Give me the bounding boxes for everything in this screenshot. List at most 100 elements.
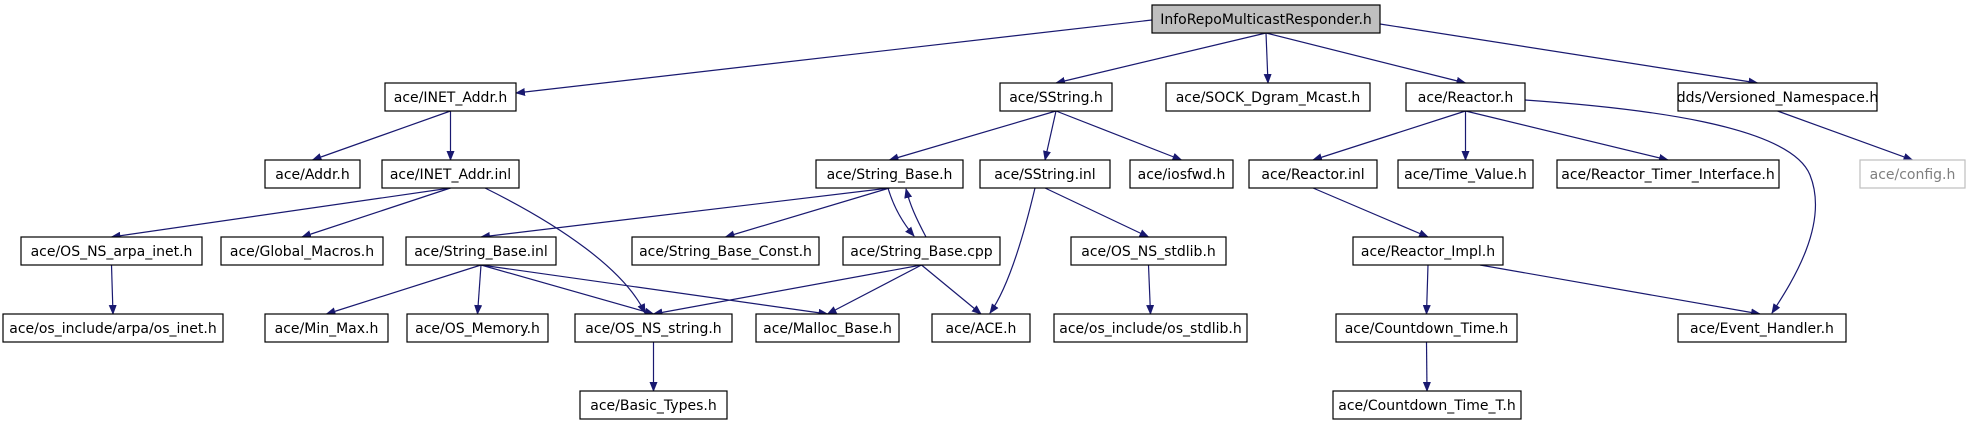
edge-reactor-h-to-reactor-timer [1465, 110, 1669, 162]
node-string-base-const[interactable]: ace/String_Base_Const.h [631, 236, 820, 266]
node-min-max[interactable]: ace/Min_Max.h [264, 313, 389, 343]
node-config-h[interactable]: ace/config.h [1859, 159, 1966, 189]
node-os-inet[interactable]: ace/os_include/arpa/os_inet.h [2, 313, 224, 343]
node-os-ns-string[interactable]: ace/OS_NS_string.h [574, 313, 733, 343]
node-label: ace/Basic_Types.h [590, 398, 716, 414]
node-malloc-base[interactable]: ace/Malloc_Base.h [755, 313, 900, 343]
node-label: ace/SString.inl [994, 167, 1095, 183]
node-box [631, 236, 820, 266]
node-label: ace/Time_Value.h [1404, 167, 1527, 183]
edge-sstring-h-to-string-base-h [888, 110, 1057, 162]
node-label: ace/SOCK_Dgram_Mcast.h [1176, 90, 1361, 106]
edge-sstring-inl-to-ace-h [989, 187, 1036, 314]
node-string-base-inl[interactable]: ace/String_Base.inl [405, 236, 557, 266]
node-countdown-time-t[interactable]: ace/Countdown_Time_T.h [1332, 390, 1522, 420]
node-versioned-ns[interactable]: dds/Versioned_Namespace.h [1677, 82, 1878, 112]
node-box [405, 236, 557, 266]
edge-versioned-ns-to-config-h [1777, 110, 1914, 161]
node-sstring-inl[interactable]: ace/SString.inl [979, 159, 1111, 189]
node-label: ace/String_Base.inl [414, 244, 548, 260]
node-iosfwd[interactable]: ace/iosfwd.h [1129, 159, 1234, 189]
node-basic-types[interactable]: ace/Basic_Types.h [579, 390, 728, 420]
node-reactor-timer[interactable]: ace/Reactor_Timer_Interface.h [1556, 159, 1780, 189]
node-root[interactable]: InfoRepoMulticastResponder.h [1151, 4, 1381, 34]
node-label: ace/Min_Max.h [275, 321, 379, 337]
node-time-value[interactable]: ace/Time_Value.h [1397, 159, 1534, 189]
edge-string-base-inl-to-os-memory [474, 264, 483, 315]
node-label: ace/iosfwd.h [1138, 167, 1226, 183]
node-inet-addr-h[interactable]: ace/INET_Addr.h [384, 82, 517, 112]
node-box [1332, 390, 1522, 420]
edge-string-base-cpp-to-string-base-h [904, 188, 927, 238]
node-inet-addr-inl[interactable]: ace/INET_Addr.inl [381, 159, 520, 189]
node-box [1070, 236, 1227, 266]
edge-sstring-h-to-iosfwd [1055, 110, 1183, 161]
node-ace-h[interactable]: ace/ACE.h [931, 313, 1031, 343]
edge-countdown-time-to-countdown-time-t [1422, 341, 1431, 392]
node-string-base-h[interactable]: ace/String_Base.h [815, 159, 964, 189]
node-label: ace/INET_Addr.h [394, 90, 508, 106]
edge-string-base-cpp-to-ace-h [921, 264, 982, 315]
edge-string-base-inl-to-os-ns-string [480, 264, 655, 316]
node-box [1053, 313, 1248, 343]
node-label: ace/Malloc_Base.h [763, 321, 892, 337]
node-label: ace/os_include/os_stdlib.h [1059, 321, 1241, 337]
edge-reactor-impl-to-event-handler [1479, 264, 1761, 317]
node-os-stdlib[interactable]: ace/os_include/os_stdlib.h [1053, 313, 1248, 343]
node-label: ace/String_Base.h [827, 167, 953, 183]
edge-inet-addr-inl-to-os-ns-string [484, 187, 646, 314]
node-label: ace/String_Base_Const.h [639, 244, 812, 260]
edge-root-to-reactor-h [1265, 32, 1467, 85]
node-label: ace/OS_NS_stdlib.h [1081, 244, 1216, 260]
node-label: ace/Global_Macros.h [230, 244, 374, 260]
node-box [1397, 159, 1534, 189]
node-label: ace/OS_NS_arpa_inet.h [31, 244, 193, 260]
edge-string-base-inl-to-malloc-base [480, 264, 829, 317]
node-box [931, 313, 1031, 343]
node-label: ace/Reactor.h [1418, 90, 1513, 106]
node-label: ace/String_Base.cpp [850, 244, 993, 260]
node-box [1129, 159, 1234, 189]
node-string-base-cpp[interactable]: ace/String_Base.cpp [842, 236, 1001, 266]
node-os-ns-arpa[interactable]: ace/OS_NS_arpa_inet.h [20, 236, 203, 266]
node-box [755, 313, 900, 343]
node-layer: InfoRepoMulticastResponder.h ace/INET_Add… [2, 4, 1966, 420]
node-box [381, 159, 520, 189]
node-label: ace/os_include/arpa/os_inet.h [9, 321, 216, 337]
node-box [574, 313, 733, 343]
node-os-memory[interactable]: ace/OS_Memory.h [406, 313, 549, 343]
node-box [999, 82, 1113, 112]
node-box [20, 236, 203, 266]
node-sock-dgram[interactable]: ace/SOCK_Dgram_Mcast.h [1165, 82, 1371, 112]
edge-string-base-h-to-string-base-const [724, 187, 890, 239]
edge-string-base-cpp-to-os-ns-string [652, 264, 922, 317]
node-event-handler[interactable]: ace/Event_Handler.h [1677, 313, 1847, 343]
node-box [220, 236, 384, 266]
node-box [406, 313, 549, 343]
edge-os-ns-arpa-to-os-inet [108, 264, 117, 315]
node-box [1151, 4, 1381, 34]
node-box [815, 159, 964, 189]
node-box [842, 236, 1001, 266]
node-reactor-h[interactable]: ace/Reactor.h [1405, 82, 1526, 112]
node-label: ace/INET_Addr.inl [390, 167, 511, 183]
node-reactor-inl[interactable]: ace/Reactor.inl [1248, 159, 1378, 189]
node-os-ns-stdlib[interactable]: ace/OS_NS_stdlib.h [1070, 236, 1227, 266]
node-global-macros[interactable]: ace/Global_Macros.h [220, 236, 384, 266]
node-reactor-impl[interactable]: ace/Reactor_Impl.h [1352, 236, 1504, 266]
node-label: ace/Reactor_Impl.h [1361, 244, 1495, 260]
edge-string-base-inl-to-min-max [325, 264, 482, 316]
node-box [264, 159, 361, 189]
node-box [1677, 82, 1878, 112]
node-box [1556, 159, 1780, 189]
node-label: ace/OS_Memory.h [415, 321, 540, 337]
node-box [579, 390, 728, 420]
node-countdown-time[interactable]: ace/Countdown_Time.h [1335, 313, 1518, 343]
node-label: ace/Countdown_Time.h [1345, 321, 1509, 337]
node-sstring-h[interactable]: ace/SString.h [999, 82, 1113, 112]
node-addr-h[interactable]: ace/Addr.h [264, 159, 361, 189]
node-label: ace/SString.h [1009, 90, 1103, 106]
node-box [1677, 313, 1847, 343]
node-box [1335, 313, 1518, 343]
edge-sstring-inl-to-os-ns-stdlib [1044, 187, 1150, 238]
